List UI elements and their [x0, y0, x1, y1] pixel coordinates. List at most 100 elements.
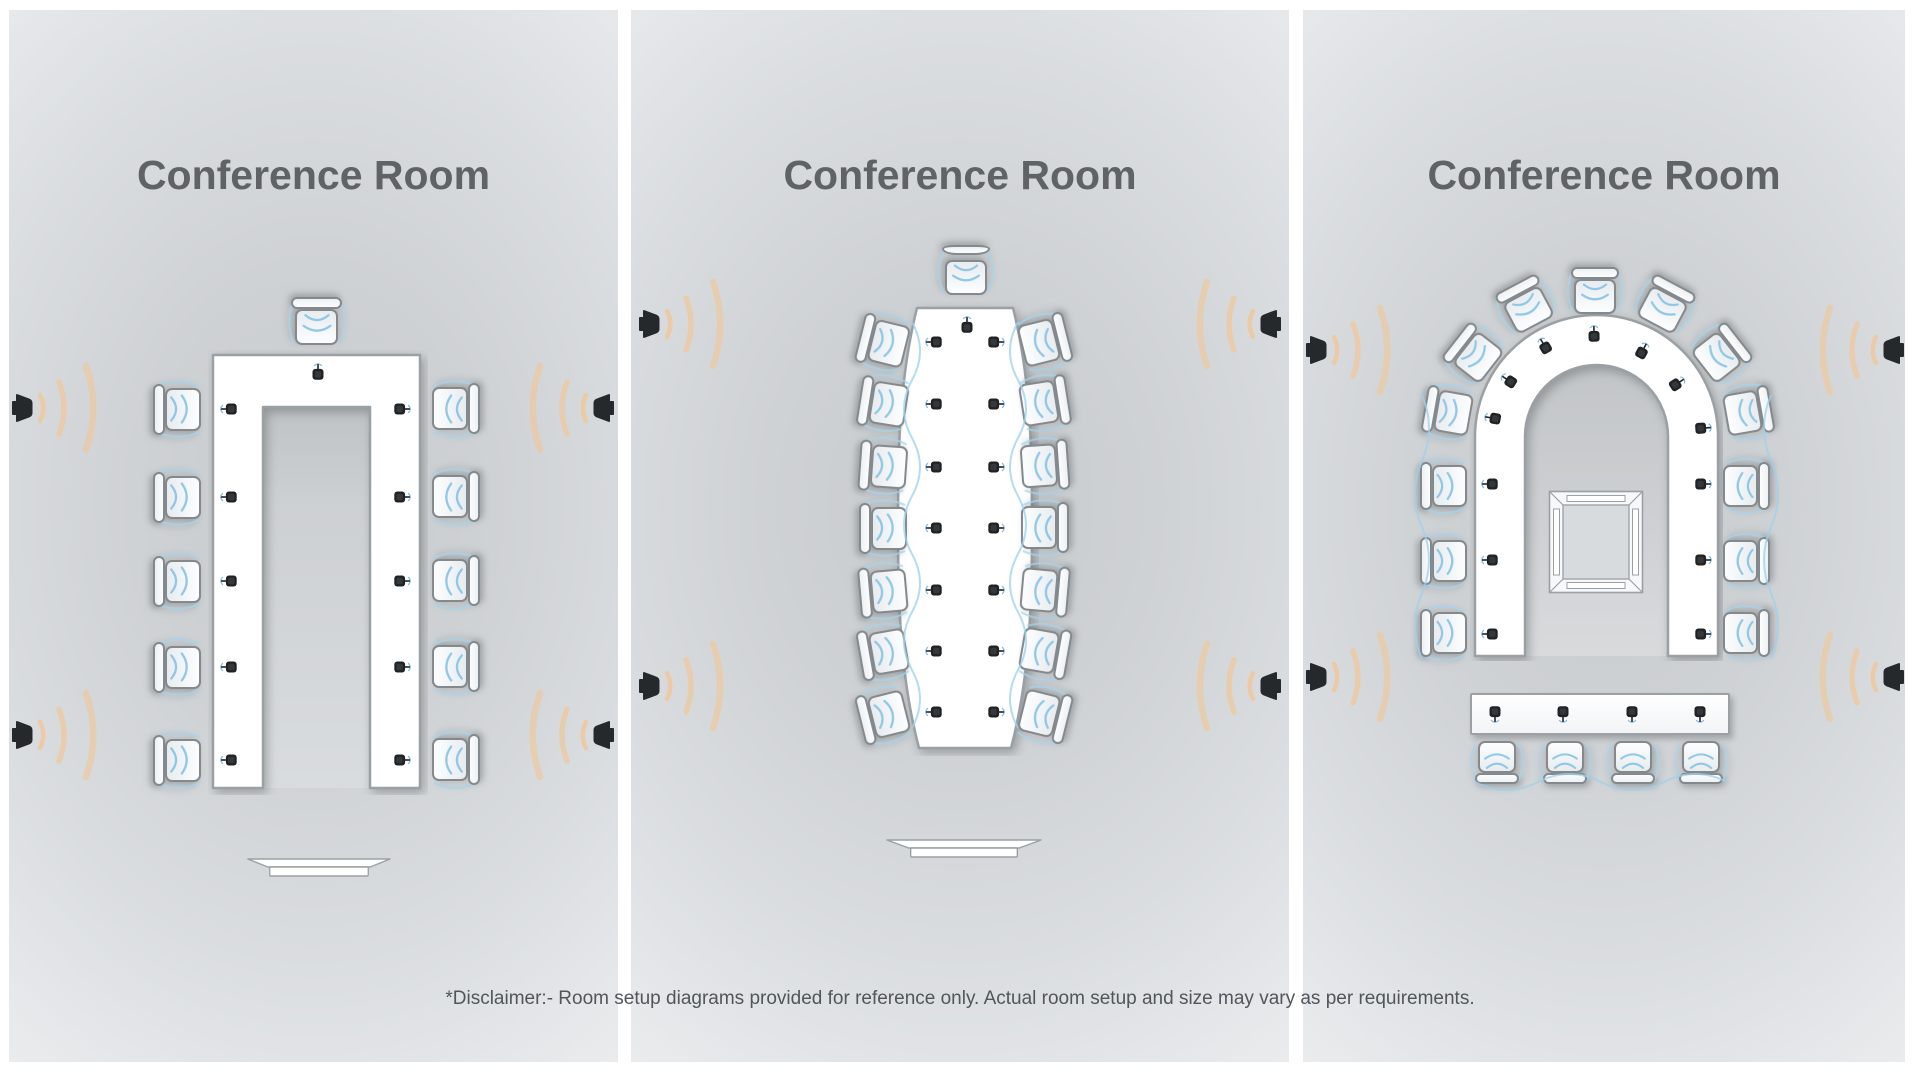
chair	[430, 638, 480, 696]
table-microphone	[1695, 478, 1714, 491]
table-microphone	[988, 522, 1007, 535]
chair	[153, 731, 203, 789]
table-microphone	[924, 398, 943, 411]
chair	[1720, 383, 1776, 441]
table-microphone	[1666, 372, 1689, 393]
chair	[1420, 383, 1476, 441]
conference-room-panel-u-shape: Conference Room	[9, 10, 618, 1062]
table-microphone	[924, 706, 943, 719]
table-microphone	[1587, 323, 1600, 342]
wall-speaker-icon	[1784, 275, 1904, 425]
table-microphone	[219, 661, 238, 674]
table-microphone	[1695, 628, 1714, 641]
wall-speaker-icon	[639, 611, 759, 761]
table-microphone	[394, 754, 413, 767]
table-microphone	[1633, 339, 1653, 362]
chair	[1019, 499, 1069, 557]
chair	[1420, 604, 1468, 662]
chair	[430, 731, 480, 789]
wall-speaker-icon	[1161, 611, 1281, 761]
table-microphone	[1489, 706, 1502, 725]
table-microphone	[394, 491, 413, 504]
chair	[288, 297, 346, 347]
chair	[1017, 437, 1071, 495]
wall-speaker-icon	[494, 333, 614, 483]
conference-room-panel-boardroom: Conference Room	[631, 10, 1289, 1062]
table-microphone	[394, 575, 413, 588]
voice-wave-lines	[903, 321, 1027, 729]
chair	[1566, 267, 1624, 315]
chair	[153, 468, 203, 526]
chair	[1014, 311, 1075, 373]
whiteboard	[247, 858, 391, 877]
chair	[1015, 622, 1074, 682]
chair	[1420, 457, 1468, 515]
wall-speaker-icon	[12, 660, 132, 810]
table-microphone	[988, 461, 1007, 474]
chair	[937, 244, 995, 296]
wall-speaker-icon	[494, 660, 614, 810]
chair	[856, 562, 911, 620]
table-microphone	[394, 403, 413, 416]
table-microphone	[988, 706, 1007, 719]
table-microphone	[1695, 554, 1714, 567]
chair	[1722, 457, 1770, 515]
chair	[1015, 373, 1073, 433]
chair	[430, 552, 480, 610]
chair	[855, 373, 912, 433]
table-microphone	[988, 398, 1007, 411]
chair	[430, 468, 480, 526]
chair	[1722, 532, 1770, 590]
table-microphone	[1694, 421, 1714, 435]
disclaimer-text: *Disclaimer:- Room setup diagrams provid…	[445, 988, 1475, 1009]
chair	[1633, 272, 1698, 338]
table-microphone	[219, 403, 238, 416]
whiteboard	[886, 839, 1042, 858]
chair	[859, 499, 909, 557]
table-microphone	[1694, 706, 1707, 725]
wall-speaker-icon	[1306, 602, 1426, 752]
conference-room-panel-horseshoe: Conference Room	[1303, 10, 1905, 1062]
chair	[857, 437, 910, 495]
table-microphone	[1480, 628, 1499, 641]
chair	[1014, 685, 1075, 746]
chair	[853, 685, 915, 746]
table-microphone	[219, 491, 238, 504]
chair	[153, 552, 203, 610]
table-microphone	[1480, 554, 1499, 567]
chair	[153, 638, 203, 696]
panel-title: Conference Room	[136, 152, 491, 199]
table-microphone	[1480, 478, 1499, 491]
table-microphone	[219, 754, 238, 767]
table-microphone	[1534, 334, 1555, 357]
table-microphone	[219, 575, 238, 588]
table-microphone	[924, 645, 943, 658]
table-microphone	[988, 584, 1007, 597]
head-table	[1470, 693, 1730, 735]
u-shape-table	[211, 353, 422, 790]
chair	[1606, 740, 1660, 784]
chair	[1440, 319, 1507, 387]
chair	[1017, 562, 1072, 620]
table-microphone	[1557, 706, 1570, 725]
panel-title: Conference Room	[1427, 152, 1781, 199]
table-microphone	[924, 336, 943, 349]
chair	[853, 311, 915, 373]
table-microphone	[1482, 410, 1503, 426]
table-microphone	[924, 584, 943, 597]
table-microphone	[961, 315, 974, 334]
chair	[1493, 272, 1559, 338]
wall-speaker-icon	[12, 333, 132, 483]
wall-speaker-icon	[1306, 275, 1426, 425]
table-microphone	[394, 661, 413, 674]
table-microphone	[1496, 369, 1519, 390]
chair	[854, 622, 913, 682]
panel-title: Conference Room	[783, 152, 1137, 199]
table-microphone	[312, 362, 325, 381]
chair	[1470, 740, 1524, 784]
chair	[1687, 319, 1755, 387]
wall-speaker-icon	[1161, 249, 1281, 399]
chair	[153, 380, 203, 438]
center-square-table	[1548, 490, 1644, 594]
